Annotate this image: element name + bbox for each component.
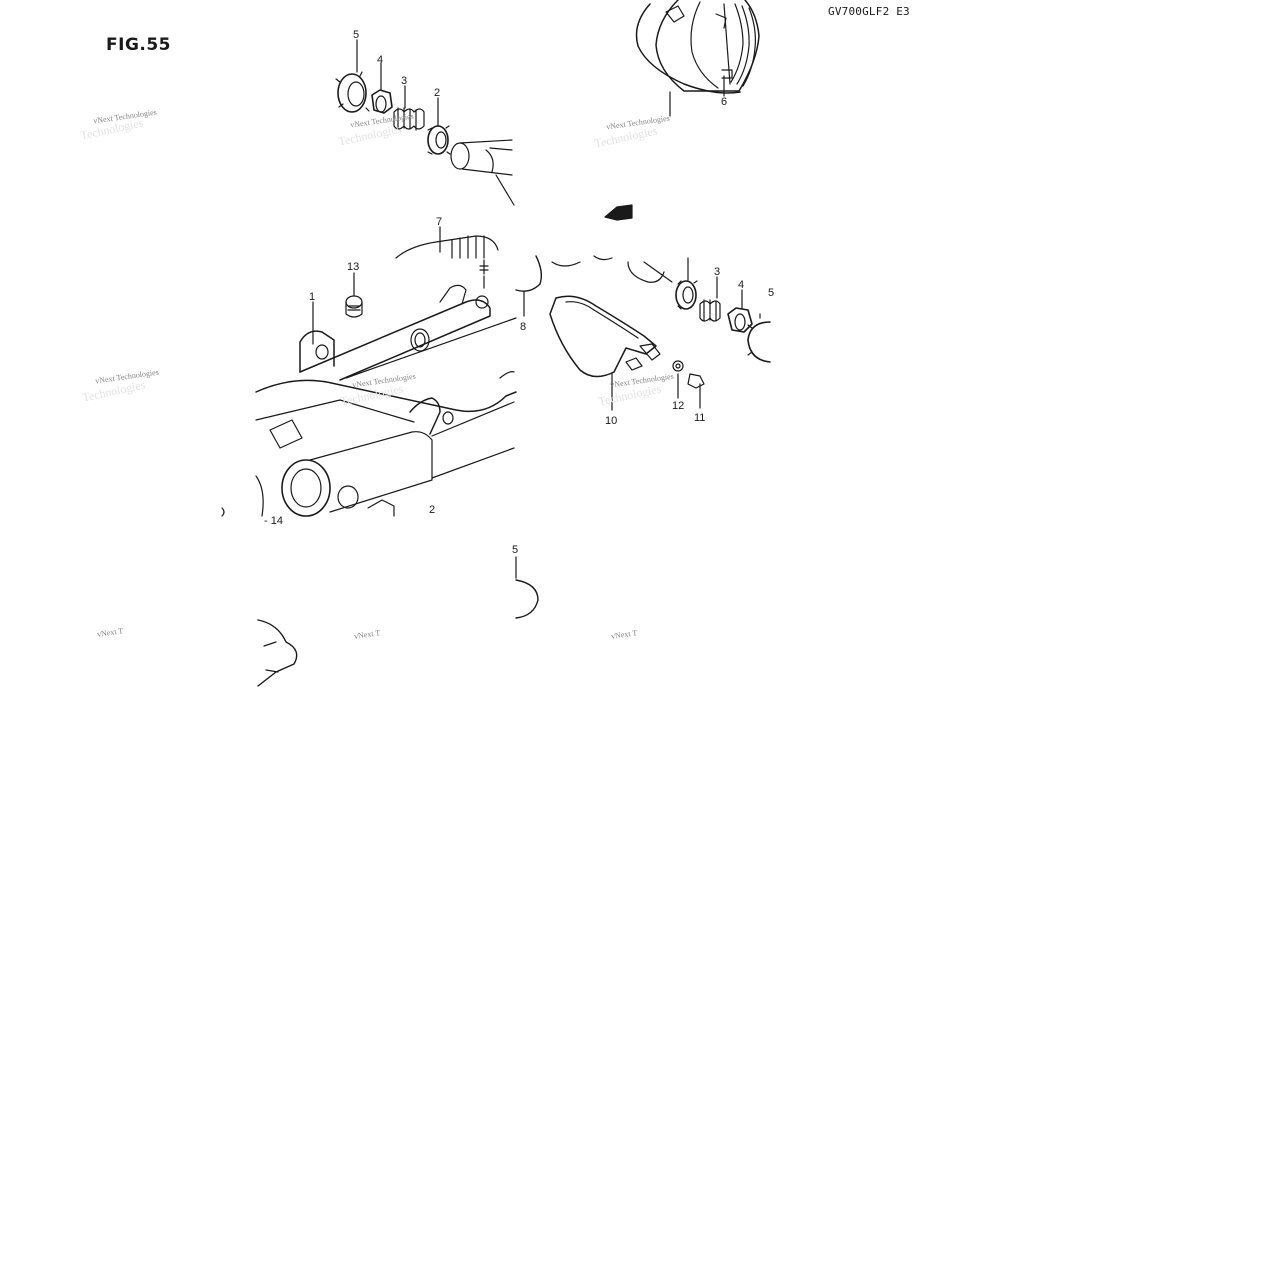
fwd-arrow-icon: FWD [604, 204, 633, 221]
callout-bottom-14-num: 14 [271, 515, 283, 527]
cover-part-10 [549, 295, 661, 411]
ring-nut-part-5-right [747, 313, 771, 363]
band-part-9 [635, 3, 741, 94]
figure-title: FIG.55 [106, 35, 172, 55]
callout-bottom-2: 2 [429, 504, 435, 516]
right-group-parts [515, 255, 771, 411]
callout-mid-7: 7 [436, 216, 442, 228]
callout-labels: 5 4 3 2 6 7 13 1 8 3 4 5 12 11 10 - 14 2… [264, 29, 774, 556]
lock-nut-part-4 [371, 89, 393, 114]
seal-part-3 [393, 107, 425, 131]
callout-right-12: 12 [672, 400, 684, 412]
callout-top-left-4: 4 [377, 54, 383, 66]
callout-mid-13: 13 [347, 261, 359, 273]
lock-nut-part-4-right [727, 289, 753, 333]
bolt-part-11 [687, 373, 705, 409]
callout-mid-8: 8 [520, 321, 526, 333]
bearing-part-2-right [675, 257, 698, 310]
callout-right-4: 4 [738, 279, 744, 291]
fwd-label: FWD [613, 212, 629, 219]
callout-bottom-14: - 14 [264, 515, 283, 527]
top-right-parts [635, 0, 760, 117]
bellows-part-7 [395, 235, 499, 259]
ring-nut-part-5 [335, 71, 370, 113]
seal-part-3-right [699, 276, 721, 322]
grommet-part-13 [345, 295, 363, 318]
callout-top-left-2: 2 [434, 87, 440, 99]
bearing-part-2 [427, 125, 451, 155]
callout-right-10: 10 [605, 415, 617, 427]
bottom-parts [221, 507, 539, 687]
model-code: GV700GLF2 E3 [828, 5, 910, 18]
callout-top-left-5: 5 [353, 29, 359, 41]
callout-top-right-6: 6 [721, 96, 727, 108]
top-left-parts [335, 39, 515, 206]
swingarm-part-1 [255, 226, 517, 517]
washer-part-12 [672, 360, 684, 399]
callout-right-3: 3 [714, 266, 720, 278]
callout-bottom-5: 5 [512, 544, 518, 556]
callout-mid-1: 1 [309, 291, 315, 303]
ring-part-8 [515, 255, 543, 317]
callout-top-left-3: 3 [401, 75, 407, 87]
shaft-tube [450, 139, 515, 206]
callout-right-11: 11 [694, 412, 705, 424]
callout-right-5: 5 [768, 287, 774, 299]
